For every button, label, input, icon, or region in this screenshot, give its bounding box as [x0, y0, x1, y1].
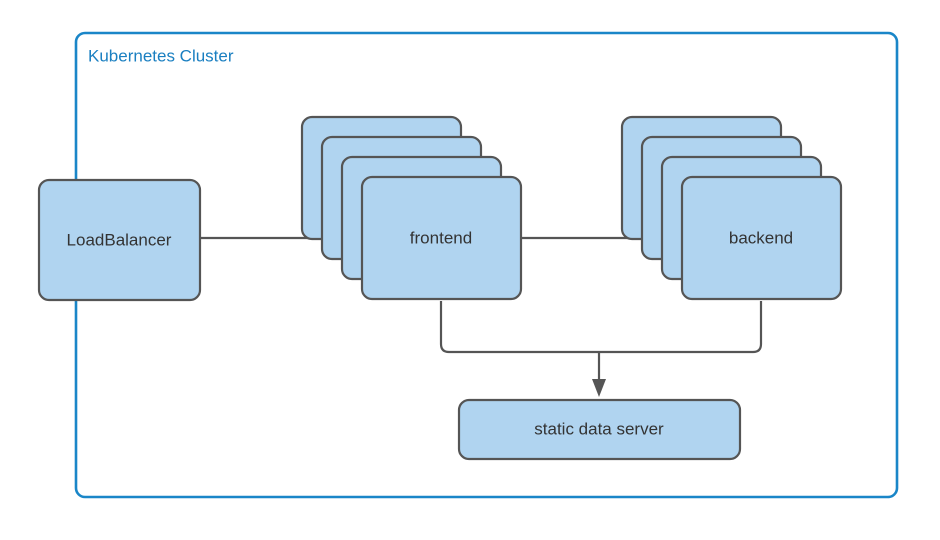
arrowhead-to-static-data-server — [592, 379, 606, 397]
node-backend-stack[interactable]: backend — [620, 115, 843, 301]
static-data-server-label: static data server — [534, 419, 664, 438]
backend-card-front[interactable] — [680, 175, 843, 301]
loadbalancer-label: LoadBalancer — [67, 230, 172, 249]
node-frontend-stack[interactable]: frontend — [300, 115, 523, 301]
frontend-label: frontend — [410, 228, 472, 247]
cluster-title-label: Kubernetes Cluster — [88, 46, 234, 65]
edges-to-static-data-server — [439, 301, 763, 397]
edge-backend-to-static-data-server[interactable] — [599, 301, 763, 354]
node-static-data-server[interactable]: static data server — [457, 398, 742, 461]
loadbalancer-rect[interactable] — [37, 178, 202, 302]
node-loadbalancer[interactable]: LoadBalancer — [37, 178, 202, 302]
edge-frontend-to-static-data-server[interactable] — [439, 301, 599, 354]
static-data-server-rect[interactable] — [457, 398, 742, 461]
backend-label: backend — [729, 228, 793, 247]
frontend-card-front[interactable] — [360, 175, 523, 301]
